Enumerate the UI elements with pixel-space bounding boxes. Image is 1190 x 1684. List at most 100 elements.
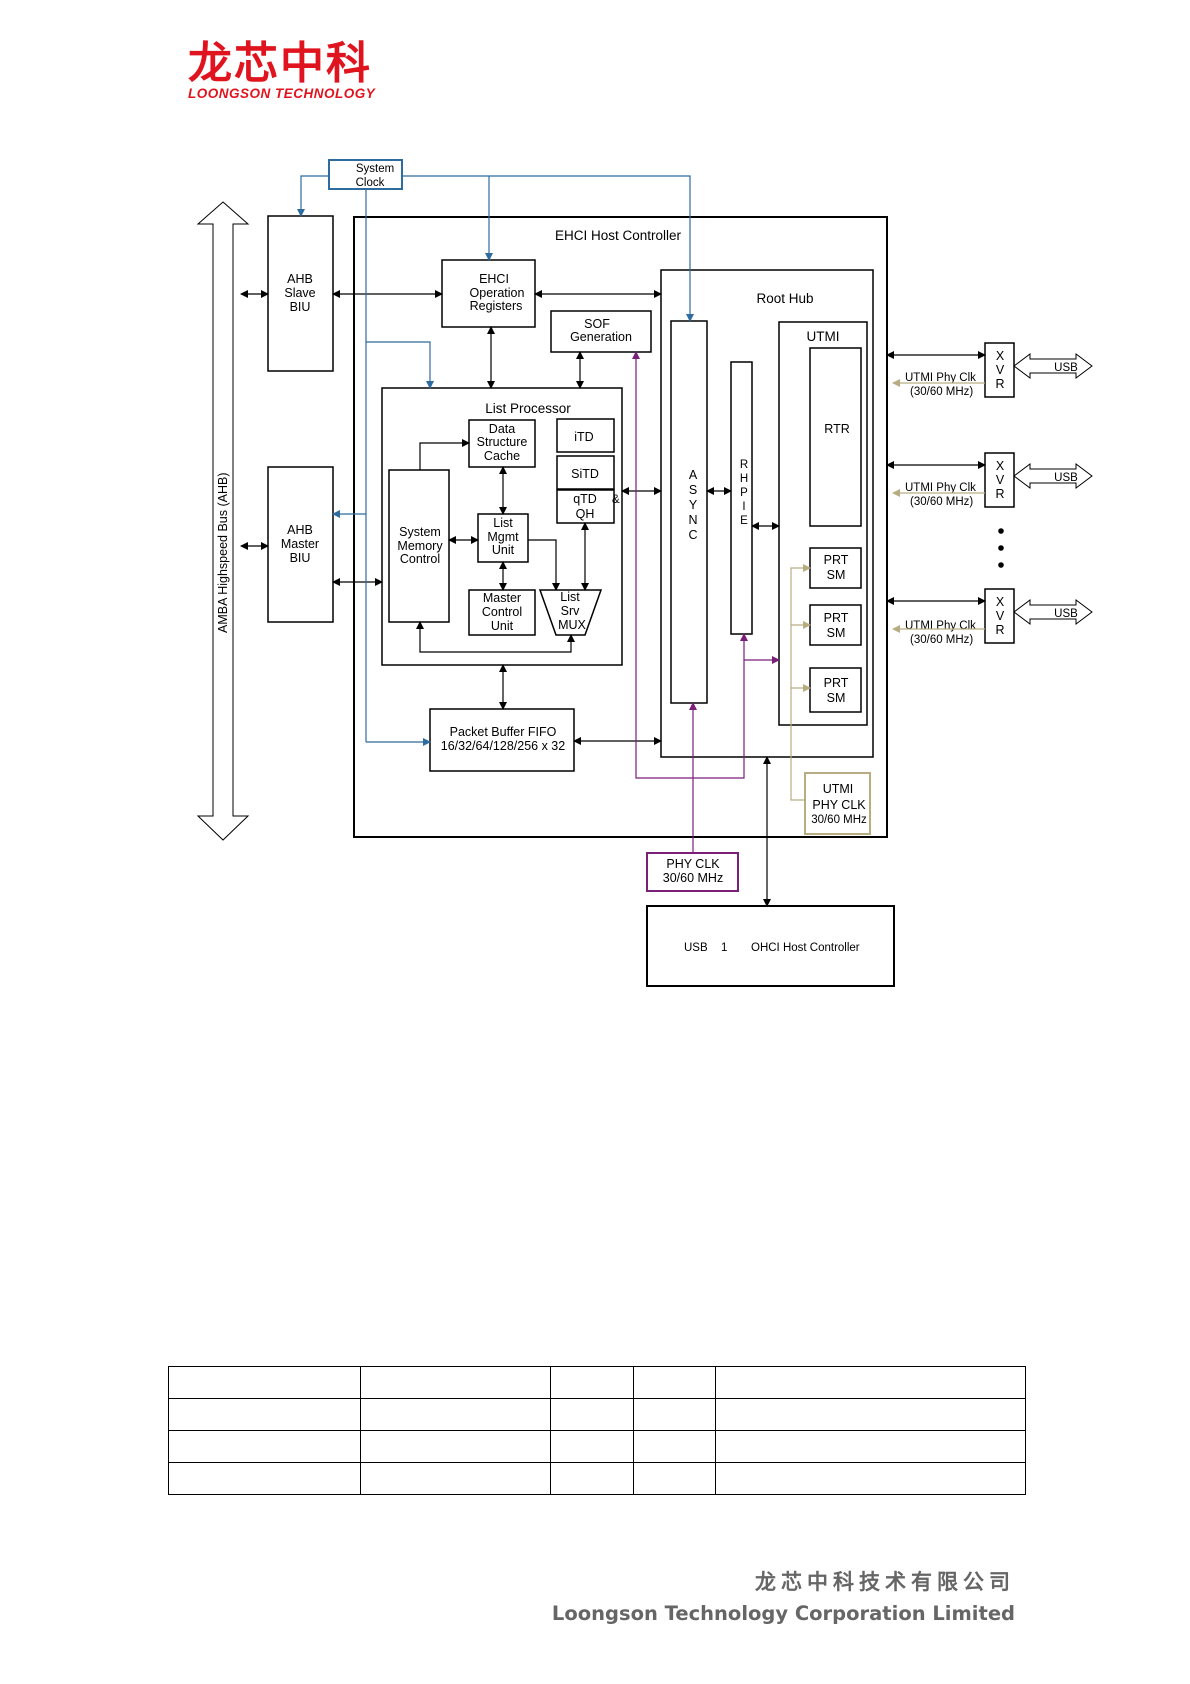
xvr-port-2: X V R USB UTMI Phy Clk (30/60 MHz) — [905, 452, 1093, 508]
svg-text:X: X — [996, 595, 1005, 609]
table-cell — [359, 1430, 552, 1463]
table-cell — [550, 1462, 634, 1495]
footer-company-cn: 龙芯中科技术有限公司 — [755, 1570, 1015, 1594]
prt-sm-1: PRT SM — [809, 547, 862, 589]
itd-box: iTD — [556, 418, 615, 453]
svg-text:Registers: Registers — [470, 299, 523, 313]
svg-text:Memory: Memory — [397, 539, 443, 553]
svg-text:Unit: Unit — [492, 543, 515, 557]
sof-generation: SOF Generation — [550, 310, 652, 353]
svg-text:R: R — [740, 459, 748, 471]
table-cell — [715, 1462, 1026, 1495]
system-clock-line2: Clock — [356, 177, 385, 189]
svg-text:PHY CLK: PHY CLK — [812, 798, 866, 812]
svg-text:Packet Buffer FIFO: Packet Buffer FIFO — [450, 725, 557, 739]
async-block: A S Y N C — [670, 320, 708, 704]
svg-text:SM: SM — [827, 626, 846, 640]
svg-text:C: C — [688, 528, 697, 542]
svg-text:PHY CLK: PHY CLK — [666, 857, 720, 871]
svg-text:Operation: Operation — [470, 286, 525, 300]
svg-text:OHCI Host Controller: OHCI Host Controller — [751, 942, 860, 954]
svg-text:UTMI Phy Clk: UTMI Phy Clk — [905, 372, 976, 384]
table-cell — [359, 1398, 552, 1431]
logo-cn: 龙芯中科 — [188, 38, 372, 89]
svg-text:EHCI: EHCI — [479, 272, 509, 286]
data-structure-cache: Data Structure Cache — [468, 419, 536, 468]
amba-bus: AMBA Highspeed Bus (AHB) — [196, 201, 250, 841]
svg-text:(30/60 MHz): (30/60 MHz) — [910, 386, 973, 398]
svg-text:AHB: AHB — [287, 272, 313, 286]
svg-text:Control: Control — [482, 605, 522, 619]
packet-buffer-fifo: Packet Buffer FIFO 16/32/64/128/256 x 32 — [429, 708, 575, 772]
svg-text:SM: SM — [827, 568, 846, 582]
svg-text:V: V — [996, 609, 1005, 623]
usb11-ohci-host-controller: USB 1 OHCI Host Controller — [646, 905, 895, 987]
svg-text:PRT: PRT — [824, 676, 849, 690]
svg-text:S: S — [689, 483, 697, 497]
svg-text:SOF: SOF — [584, 317, 610, 331]
ehci-host-controller: EHCI Host Controller — [353, 216, 888, 838]
svg-text:USB: USB — [1054, 362, 1078, 374]
svg-text:UTMI Phy Clk: UTMI Phy Clk — [905, 482, 976, 494]
svg-text:Master: Master — [281, 537, 319, 551]
utmi-phy-clk-connections — [790, 379, 985, 801]
svg-text:Root Hub: Root Hub — [756, 291, 813, 306]
list-srv-mux: List Srv MUX — [538, 589, 603, 636]
svg-text:X: X — [996, 349, 1005, 363]
table-cell — [632, 1430, 717, 1463]
svg-text:EHCI Host Controller: EHCI Host Controller — [555, 228, 682, 243]
table-row — [168, 1430, 1026, 1463]
footer-company-en: Loongson Technology Corporation Limited — [551, 1602, 1015, 1625]
svg-text:PRT: PRT — [824, 553, 849, 567]
svg-text:USB: USB — [1054, 472, 1078, 484]
svg-text:I: I — [742, 501, 745, 513]
svg-text:UTMI: UTMI — [823, 782, 854, 796]
svg-text:(30/60 MHz): (30/60 MHz) — [910, 496, 973, 508]
table-cell — [632, 1398, 717, 1431]
utmi-phy-clk-box: UTMI PHY CLK 30/60 MHz — [804, 772, 871, 835]
svg-text:Master: Master — [483, 591, 521, 605]
svg-text:SM: SM — [827, 691, 846, 705]
svg-text:1: 1 — [721, 942, 727, 954]
table-cell — [359, 1366, 552, 1399]
svg-text:USB: USB — [1054, 608, 1078, 620]
svg-text:Y: Y — [689, 498, 698, 512]
svg-text:30/60 MHz: 30/60 MHz — [811, 814, 867, 826]
table-cell — [168, 1462, 361, 1495]
svg-text:BIU: BIU — [290, 551, 311, 565]
svg-text:16/32/64/128/256 x 32: 16/32/64/128/256 x 32 — [441, 739, 565, 753]
table-cell — [715, 1430, 1026, 1463]
table-cell — [632, 1462, 717, 1495]
clock-connections — [297, 175, 694, 746]
svg-text:R: R — [995, 377, 1004, 391]
system-clock-line1: System — [356, 163, 394, 175]
svg-text:E: E — [740, 515, 748, 527]
svg-text:Cache: Cache — [484, 449, 520, 463]
svg-text:Slave: Slave — [284, 286, 315, 300]
svg-text:RTR: RTR — [824, 422, 849, 436]
svg-text:SiTD: SiTD — [571, 467, 599, 481]
svg-text:BIU: BIU — [290, 300, 311, 314]
ehci-operation-registers: EHCI Operation Registers — [441, 259, 536, 328]
svg-text:qTD: qTD — [573, 492, 597, 506]
svg-text:USB: USB — [684, 942, 708, 954]
svg-text:R: R — [995, 487, 1004, 501]
list-mgmt-unit: List Mgmt Unit — [477, 513, 529, 563]
table-cell — [168, 1430, 361, 1463]
table-cell — [359, 1462, 552, 1495]
svg-text:Mgmt: Mgmt — [487, 530, 519, 544]
svg-text:X: X — [996, 459, 1005, 473]
svg-text:System: System — [399, 525, 441, 539]
table-cell — [168, 1366, 361, 1399]
footer: 龙芯中科技术有限公司 Loongson Technology Corporati… — [552, 1566, 1015, 1625]
svg-text:UTMI Phy Clk: UTMI Phy Clk — [905, 620, 976, 632]
svg-text:AHB: AHB — [287, 523, 313, 537]
svg-text:&: & — [612, 494, 620, 506]
master-control-unit: Master Control Unit — [468, 589, 536, 636]
svg-text:V: V — [996, 363, 1005, 377]
xvr-port-1: X V R USB UTMI Phy Clk (30/60 MHz) — [905, 342, 1093, 398]
table-cell — [715, 1366, 1026, 1399]
svg-text:Srv: Srv — [561, 604, 581, 618]
svg-text:R: R — [995, 623, 1004, 637]
